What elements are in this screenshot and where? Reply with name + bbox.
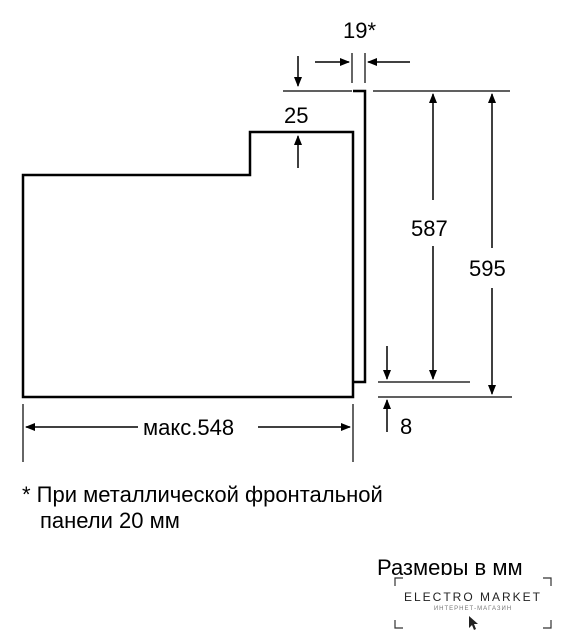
cursor-arrow-icon xyxy=(469,616,478,630)
watermark-tagline: ИНТЕРНЕТ-МАГАЗИН xyxy=(433,606,513,612)
units-label: Размеры в мм xyxy=(377,555,523,575)
oven-body-outline xyxy=(21,130,355,399)
dim-inner-height-label: 587 xyxy=(411,216,448,241)
watermark-frame xyxy=(394,577,552,630)
footnote: * При металлической фронтальной панели 2… xyxy=(22,482,383,534)
watermark-logo: ELECTRO MARKET ИНТЕРНЕТ-МАГАЗИН xyxy=(393,576,561,632)
footnote-line-2: панели 20 мм xyxy=(40,508,180,533)
watermark-brand: ELECTRO MARKET xyxy=(403,590,542,604)
dim-total-height-label: 595 xyxy=(469,256,506,281)
dim-front-panel-label: 19* xyxy=(343,18,376,43)
front-panel-outline xyxy=(353,89,367,384)
dim-top-step-label: 25 xyxy=(284,103,308,128)
footnote-line-1: * При металлической фронтальной xyxy=(22,482,383,507)
dim-depth-label: макс.548 xyxy=(143,415,234,440)
dim-bottom-offset-label: 8 xyxy=(400,414,412,439)
